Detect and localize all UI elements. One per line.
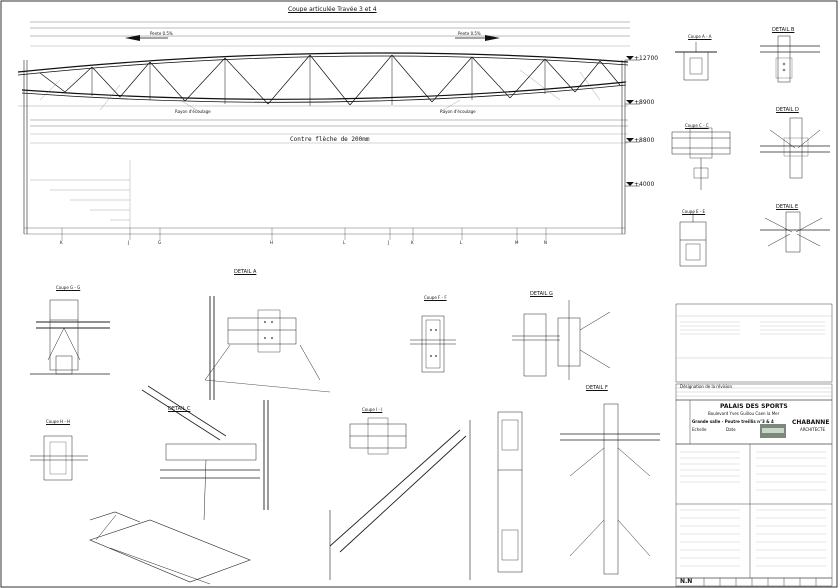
coupe-i-cut: Coupe I - I [362, 407, 383, 412]
company-sub: ARCHITECTE [800, 427, 826, 432]
axis-label: K [411, 240, 414, 245]
note-left: Rayon d'écoulage [175, 109, 211, 114]
date-label: Date [726, 427, 736, 432]
coupe-i-i-drawing [329, 417, 471, 580]
scale-label: Echelle [692, 427, 707, 432]
company-logo: CHABANNE [792, 419, 830, 426]
detail-b-title: DETAIL B [772, 27, 795, 33]
level-1: +12700 [634, 55, 659, 62]
detail-e-title: DETAIL E [776, 204, 799, 210]
axis-label: L [460, 240, 463, 245]
detail-c-cut: Coupe H - H [46, 419, 71, 424]
axis-label: M [515, 240, 519, 245]
detail-f-drawing [497, 403, 660, 575]
truss-elevation [17, 21, 640, 240]
detail-a-drawing [30, 296, 331, 400]
detail-a-title: DETAIL A [234, 269, 257, 275]
detail-f-title: DETAIL F [586, 385, 608, 391]
axis-label: H [270, 240, 274, 245]
detail-a-cut: Coupe G - G [56, 285, 81, 290]
level-2: +8900 [634, 99, 655, 106]
project-name: PALAIS DES SPORTS [720, 403, 788, 410]
detail-c-drawing [30, 385, 269, 585]
camber-note: Contre flèche de 200mm [290, 136, 370, 143]
axis-label: G [158, 240, 162, 245]
title-block [675, 303, 833, 587]
elevation-title: Coupe articulée Travée 3 et 4 [288, 6, 377, 13]
level-3: +8800 [634, 137, 655, 144]
coupe-f-f-drawing [410, 315, 456, 373]
logo-mark: N.N [680, 578, 693, 585]
project-address: Boulevard Yves Guillou Caen la Mer [708, 411, 780, 416]
detail-c-title: DETAIL C [168, 406, 191, 412]
slope-label-right: Pente 0.5% [458, 31, 481, 36]
revision-label: Désignation de la révision [680, 384, 732, 389]
detail-e-drawing [679, 211, 830, 267]
detail-g-title: DETAIL G [530, 291, 553, 297]
detail-d-cut: Coupe C - C [685, 123, 709, 128]
detail-d-drawing [671, 117, 830, 190]
detail-b-cut: Coupe A - A [688, 34, 712, 39]
detail-d-title: DETAIL D [776, 107, 799, 113]
axis-label: L [343, 240, 346, 245]
axis-label: J [128, 240, 130, 245]
slope-label-left: Pente 0.5% [150, 31, 173, 36]
detail-e-cut: Coupe E - E [682, 209, 706, 214]
axis-label: N [544, 240, 547, 245]
detail-g-drawing [512, 300, 611, 380]
axis-label: K [60, 240, 63, 245]
detail-b-drawing [675, 35, 820, 83]
level-4: +4000 [634, 181, 655, 188]
axis-label: J [388, 240, 390, 245]
coupe-f-cut: Coupe F - F [424, 295, 447, 300]
drawing-subject: Grande salle - Poutre treillis n°3 & 4 [692, 419, 774, 424]
note-right: Rayon d'écoulage [440, 109, 476, 114]
